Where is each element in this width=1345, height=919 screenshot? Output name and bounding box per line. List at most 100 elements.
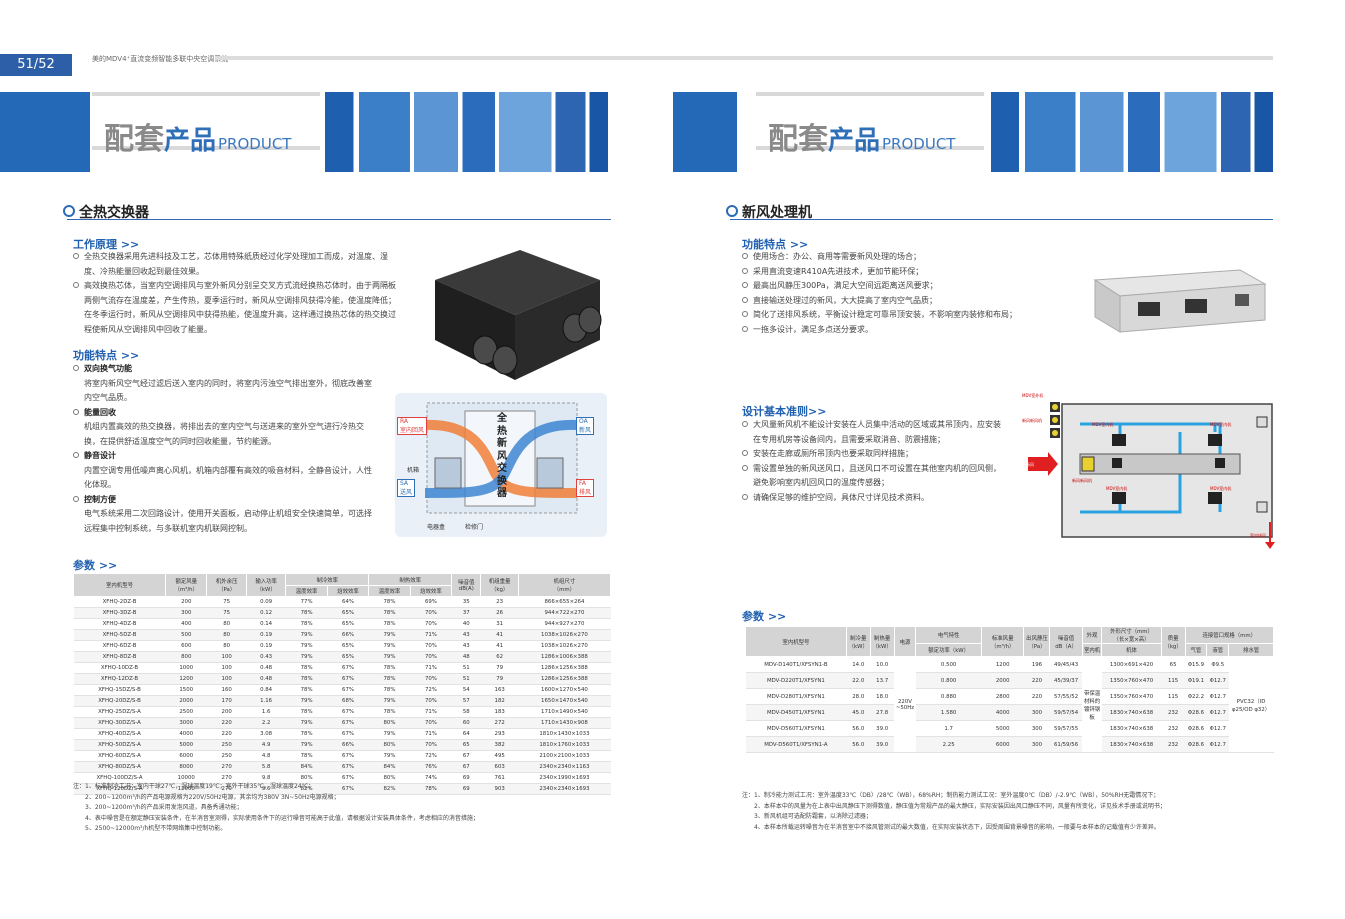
table-cell: 182 [480, 695, 519, 707]
table-cell: 4000 [165, 728, 207, 740]
right-features-heading: 功能特点 >> [742, 238, 809, 251]
table-cell: Φ12.7 [1206, 704, 1229, 721]
banner-sub-text: 产品 [828, 126, 881, 156]
table-cell: XFHQ-4DZ-B [73, 618, 166, 630]
table-cell: 79% [285, 640, 328, 652]
table-cell: MDV-D560T1/XFSYN1-A [745, 736, 847, 753]
table-cell: 41 [480, 629, 519, 641]
table-cell: 270 [206, 761, 247, 773]
table-cell: XFHQ-60DZ/S-A [73, 750, 166, 762]
table-cell: 196 [1023, 656, 1050, 673]
list-item: 一拖多设计，满足多点送分要求。 [742, 323, 1062, 338]
table-cell: Φ12.7 [1206, 736, 1229, 753]
table-cell: 59/57/54 [1049, 704, 1083, 721]
table-cell: 1600×1270×540 [518, 684, 611, 696]
table-cell: 5000 [165, 739, 207, 751]
table-cell: 1.580 [915, 704, 982, 721]
banner-en-text: PRODUCT [882, 135, 956, 153]
table-header: 液管 [1206, 643, 1230, 657]
table-header: 外形尺寸（mm）（长×宽×高） [1101, 626, 1162, 644]
list-item: 请确保足够的维护空间，具体尺寸详见技术资料。 [742, 491, 1004, 506]
table-header: 电气特性 [915, 626, 982, 644]
table-cell: 82% [285, 783, 328, 795]
table-cell: 1350×760×470 [1101, 672, 1162, 689]
table-cell: 0.19 [246, 629, 286, 641]
table-cell: 272 [480, 717, 519, 729]
table-cell: XFHQ-100DZ/S-A [73, 772, 166, 784]
table-cell: 78% [368, 673, 411, 685]
table-cell: 0.880 [915, 688, 982, 705]
table-header: 质量（kg） [1160, 626, 1186, 657]
table-cell: Φ19.1 [1185, 672, 1207, 689]
left-section-divider [67, 219, 611, 220]
banner-en-text: PRODUCT [218, 135, 292, 153]
table-header: 连接管口规格（mm） [1184, 626, 1275, 644]
table-cell: 79% [285, 739, 328, 751]
feature-title: 静音设计 [73, 449, 373, 464]
table-cell: 1286×1006×388 [518, 651, 611, 663]
table-cell: 1810×1760×1033 [518, 739, 611, 751]
table-header: 额定功率（kW） [915, 643, 982, 657]
feature-desc: 将室内新风空气经过滤后送入室内的同时，将室内污浊空气排出室外，彻底改善室内空气品… [84, 378, 372, 403]
table-cell: 65% [327, 651, 369, 663]
table-cell: XFHQ-15DZ/S-B [73, 684, 166, 696]
table-cell: MDV-D450T1/XFSYN1 [745, 704, 847, 721]
table-cell: 2500 [165, 706, 207, 718]
table-cell: XFHQ-8DZ-B [73, 651, 166, 663]
table-header: 制热量（kW） [869, 626, 895, 657]
page-number: 51/52 [0, 54, 72, 76]
table-cell: 82% [368, 783, 411, 795]
table-cell: Φ12.7 [1206, 688, 1229, 705]
table-cell: 62 [480, 651, 519, 663]
table-cell: 51 [451, 662, 481, 674]
table-cell: 67% [327, 684, 369, 696]
left-features-list: 双向换气功能 将室内新风空气经过滤后送入室内的同时，将室内污浊空气排出室外，彻底… [73, 362, 373, 536]
table-cell: 4.8 [246, 750, 286, 762]
indoor-unit-label: MDV室内机 [1210, 486, 1232, 491]
table-cell: 2.2 [246, 717, 286, 729]
table-cell: 56.0 [846, 736, 871, 753]
table-cell: 270 [206, 772, 247, 784]
table-cell: 65 [1161, 656, 1186, 673]
table-cell: 27.8 [870, 704, 895, 721]
list-item: 使用场合：办公、商用等需要新风处理的场合； [742, 250, 1062, 265]
table-cell: 1.16 [246, 695, 286, 707]
table-cell: 0.19 [246, 640, 286, 652]
table-header: 输入功率（kW） [245, 573, 287, 597]
list-item: 高效换热芯体，当室内空调排风与室外新风分别呈交叉方式流经换热芯体时，由于两隔板两… [73, 279, 401, 337]
table-cell: 77% [285, 596, 328, 608]
table-cell: 41 [480, 640, 519, 652]
table-cell: 67% [327, 783, 369, 795]
table-cell: MDV-D220T1/XFSYN1 [745, 672, 847, 689]
table-cell: 400 [165, 618, 207, 630]
table-cell: 1500 [165, 684, 207, 696]
table-cell: 300 [1023, 736, 1050, 753]
table-cell: 49/45/43 [1049, 656, 1083, 673]
list-item: 简化了送排风系统，平衡设计稳定可靠吊顶安装，不影响室内装修和布局； [742, 308, 1062, 323]
electric-box-label: 电器盒 [427, 524, 446, 531]
table-cell: 80 [206, 640, 247, 652]
table-cell: 232 [1161, 736, 1186, 753]
table-cell: 23 [480, 596, 519, 608]
table-cell: 220 [206, 717, 247, 729]
header-divider [215, 56, 1273, 60]
indoor-unit-label: MDV室内机 [1106, 486, 1128, 491]
table-cell: 69% [410, 596, 452, 608]
table-cell: 1286×1256×388 [518, 662, 611, 674]
table-cell: 2340×1990×1693 [518, 772, 611, 784]
table-cell: 79% [368, 695, 411, 707]
table-cell: 39.0 [870, 736, 895, 753]
table-cell: 67% [327, 706, 369, 718]
indoor-unit-label: MDV室内机 [1092, 422, 1114, 427]
